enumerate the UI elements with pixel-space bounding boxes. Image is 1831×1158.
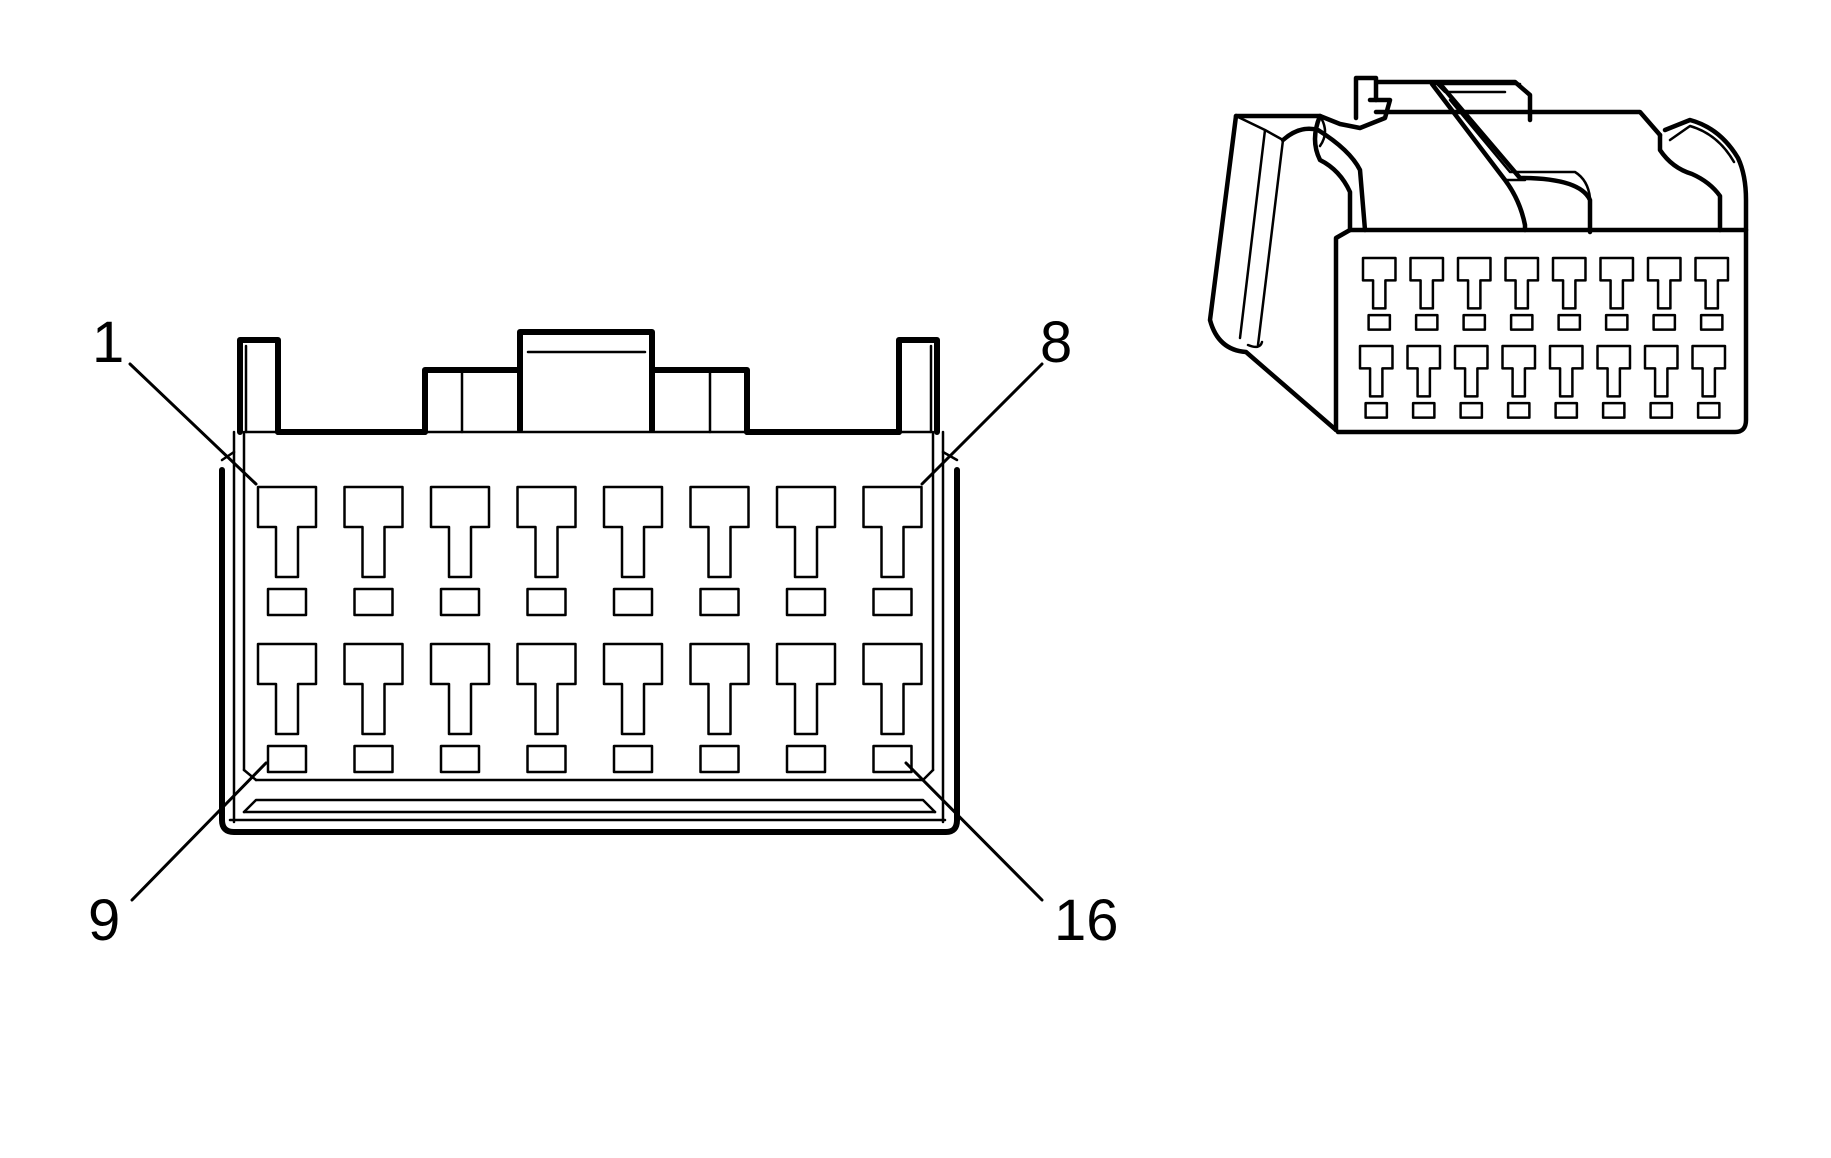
leader-lines — [128, 362, 1044, 902]
front-cavity — [862, 485, 923, 617]
front-cavity — [256, 485, 318, 617]
front-cavities — [256, 485, 923, 774]
front-cavity — [429, 642, 491, 774]
isometric-cavity — [1548, 344, 1584, 419]
front-cavity — [516, 642, 577, 774]
pin-label-8: 8 — [1040, 310, 1072, 375]
locking-tab — [422, 329, 750, 435]
front-cavity — [343, 642, 404, 774]
pin-label-9: 9 — [88, 888, 120, 953]
right-post — [896, 337, 940, 435]
isometric-cavity — [1599, 256, 1635, 331]
isometric-cavity — [1551, 256, 1587, 331]
isometric-cavity — [1646, 256, 1682, 331]
front-cavity — [429, 485, 491, 617]
isometric-cavity — [1453, 344, 1489, 419]
pin-label-1: 1 — [92, 310, 124, 375]
isometric-cavity — [1694, 256, 1730, 331]
isometric-cavity — [1691, 344, 1727, 419]
front-cavity — [689, 642, 750, 774]
connector-isometric-view — [1207, 75, 1749, 435]
front-cavity — [775, 642, 837, 774]
connector-housing — [219, 430, 960, 835]
front-cavity — [602, 642, 664, 774]
isometric-cavity — [1358, 344, 1394, 419]
front-cavity — [862, 642, 923, 774]
left-post — [237, 337, 281, 435]
front-cavity — [602, 485, 664, 617]
isometric-cavity — [1409, 256, 1445, 331]
isometric-cavity — [1361, 256, 1397, 331]
front-cavity — [775, 485, 837, 617]
front-cavity — [256, 642, 318, 774]
front-cavity — [343, 485, 404, 617]
isometric-cavity — [1501, 344, 1537, 419]
isometric-cavity — [1643, 344, 1679, 419]
isometric-cavity — [1596, 344, 1632, 419]
isometric-cavity — [1504, 256, 1540, 331]
isometric-cavity — [1406, 344, 1442, 419]
connector-front-view: 1 8 9 16 — [88, 310, 1119, 953]
isometric-cavities — [1358, 256, 1730, 419]
isometric-cavity — [1456, 256, 1492, 331]
pin-label-16: 16 — [1054, 888, 1119, 953]
front-cavity — [689, 485, 750, 617]
front-cavity — [516, 485, 577, 617]
